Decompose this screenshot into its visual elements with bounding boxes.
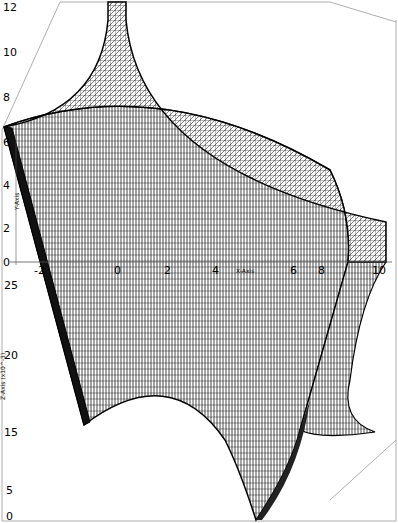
axis-label: 20: [4, 350, 18, 361]
axis-label: X-Axis: [236, 268, 254, 274]
axis-label: Y-Axis: [14, 193, 20, 210]
axis-label: 8: [318, 265, 325, 276]
axis-label: 0: [3, 257, 10, 268]
axis-label: Z-Axis (x10^-3): [0, 353, 6, 400]
axis-label: 0: [6, 511, 13, 522]
axis-label: 6: [3, 137, 10, 148]
axis-label: 2: [3, 223, 10, 234]
axis-label: 10: [372, 265, 386, 276]
axis-label: 15: [4, 427, 18, 438]
axis-label: 4: [212, 265, 219, 276]
axis-label: 25: [4, 280, 18, 291]
axis-label: 12: [3, 2, 17, 13]
axis-label: 8: [3, 92, 10, 103]
axis-label: -2: [34, 265, 45, 276]
axis-label: 0: [114, 265, 121, 276]
axis-label: 6: [290, 265, 297, 276]
axis-label: 4: [3, 180, 10, 191]
axis-label: 5: [6, 485, 13, 496]
axis-label: 10: [3, 47, 17, 58]
axis-label: 2: [164, 265, 171, 276]
